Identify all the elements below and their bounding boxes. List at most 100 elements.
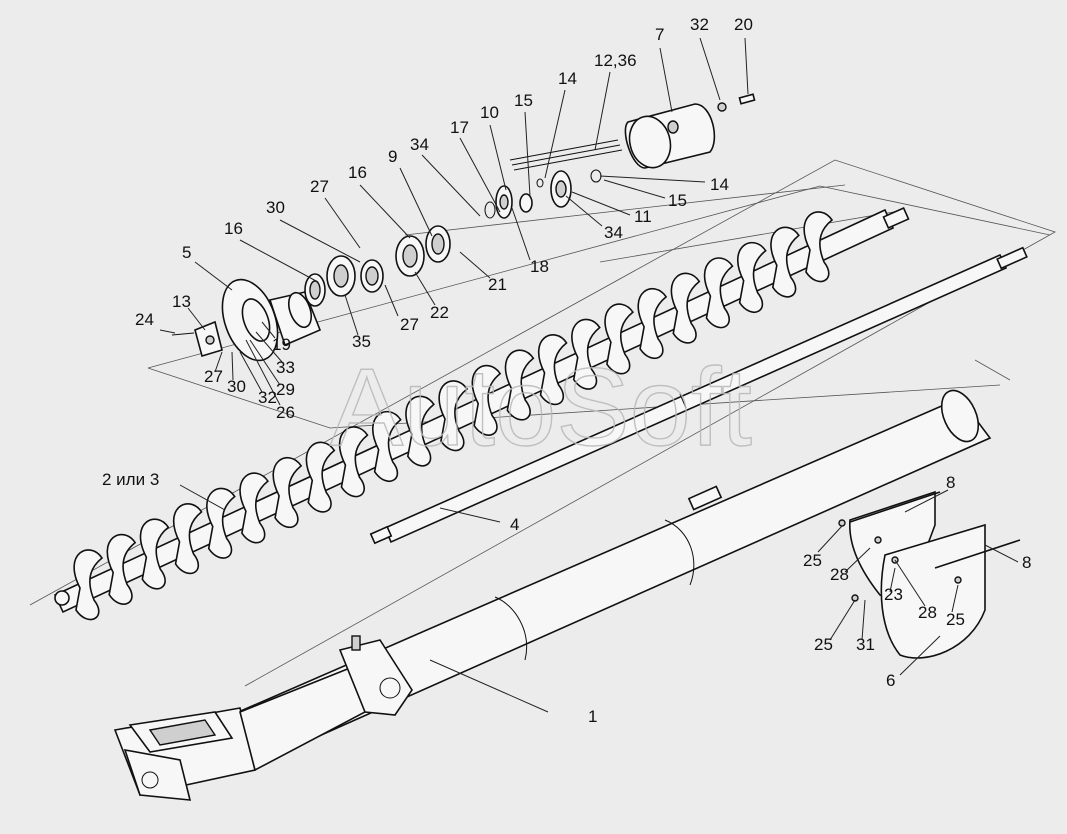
bearing-and-flange-stack xyxy=(304,169,602,307)
cover-part-7 xyxy=(509,93,756,171)
leader-line xyxy=(249,339,281,386)
leader-line xyxy=(659,47,673,113)
leader-line xyxy=(384,284,399,317)
auger-flight xyxy=(504,349,535,421)
callout-label: 27 xyxy=(400,315,419,334)
leader-line xyxy=(239,239,319,283)
callout-label: 21 xyxy=(488,275,507,294)
callout-label: 33 xyxy=(276,358,295,377)
leader-line xyxy=(571,191,631,216)
callout-label: 11 xyxy=(634,207,652,226)
callout-label: 18 xyxy=(530,257,549,276)
leader-line xyxy=(459,137,501,213)
leader-line xyxy=(179,484,226,511)
callout-labels: 12 или 34567889101112,361314141515161617… xyxy=(102,15,1031,726)
callout-label: 23 xyxy=(884,585,903,604)
leader-line xyxy=(421,154,481,217)
callout-label: 27 xyxy=(310,177,329,196)
callout-label: 29 xyxy=(276,380,295,399)
callout-label: 28 xyxy=(918,603,937,622)
bearing-housing-part-5 xyxy=(171,278,322,362)
leader-line xyxy=(231,351,234,381)
drive-shaft-part-4 xyxy=(369,246,1028,545)
leader-line xyxy=(214,351,223,373)
callout-label: 25 xyxy=(803,551,822,570)
leader-lines xyxy=(159,37,1019,713)
leader-line xyxy=(324,197,361,249)
auger-flight xyxy=(438,380,469,452)
auger-flight xyxy=(537,334,568,406)
callout-label: 15 xyxy=(668,191,687,210)
autosoft-watermark: AutoSoft xyxy=(330,346,752,469)
leader-line xyxy=(594,71,611,151)
leader-line xyxy=(951,584,959,613)
auger-flight xyxy=(73,549,104,621)
auger-flight xyxy=(737,241,767,313)
auger-flight xyxy=(272,456,303,529)
callout-label: 19 xyxy=(272,335,291,354)
side-guard-part-6 xyxy=(838,490,1021,659)
auger-flight xyxy=(670,272,701,344)
callout-label: 14 xyxy=(710,175,729,194)
callout-label: 4 xyxy=(510,515,519,534)
leader-line xyxy=(414,271,436,306)
callout-label: 20 xyxy=(734,15,753,34)
leader-line xyxy=(159,329,176,334)
leader-line xyxy=(861,599,866,641)
auger-tube-part-1 xyxy=(113,389,992,801)
leader-line xyxy=(187,307,206,331)
callout-label: 8 xyxy=(946,473,955,492)
auger-flight xyxy=(172,503,203,575)
callout-label: 24 xyxy=(135,310,154,329)
leader-line xyxy=(524,111,531,197)
leader-line xyxy=(239,351,263,393)
callout-label: 26 xyxy=(276,403,295,422)
auger-flight xyxy=(471,364,502,436)
callout-label: 14 xyxy=(558,69,577,88)
auger-flight xyxy=(703,257,734,329)
leader-line xyxy=(599,175,706,183)
callout-label: 32 xyxy=(690,15,709,34)
callout-label: 35 xyxy=(352,332,371,351)
callout-label: 12,36 xyxy=(594,51,637,70)
auger-flight xyxy=(338,426,369,498)
callout-label: 32 xyxy=(258,388,277,407)
leader-line xyxy=(899,635,941,676)
callout-label: 31 xyxy=(856,635,875,654)
auger-flight xyxy=(239,472,269,544)
leader-line xyxy=(544,89,566,179)
callout-label: 25 xyxy=(814,635,833,654)
leader-line xyxy=(744,37,749,95)
callout-label: 8 xyxy=(1022,553,1031,572)
callout-label: 10 xyxy=(480,103,499,122)
callout-label: 30 xyxy=(227,377,246,396)
callout-label: 28 xyxy=(830,565,849,584)
leader-line xyxy=(904,489,949,513)
auger-flight xyxy=(405,395,435,467)
callout-label: 6 xyxy=(886,671,895,690)
callout-label: 34 xyxy=(604,223,623,242)
callout-label: 5 xyxy=(182,243,191,262)
auger-flight xyxy=(604,303,634,375)
leader-line xyxy=(489,124,507,191)
auger-screw-part-2-3 xyxy=(53,206,910,621)
leader-line xyxy=(245,339,281,406)
auger-flight xyxy=(305,441,336,513)
callout-label: 17 xyxy=(450,118,469,137)
callout-label: 1 xyxy=(588,707,597,726)
leader-line xyxy=(359,184,411,239)
callout-label: 16 xyxy=(348,163,367,182)
auger-flight xyxy=(637,287,668,360)
leader-line xyxy=(984,544,1019,563)
leader-line xyxy=(603,179,666,199)
auger-flight xyxy=(803,211,834,283)
leader-line xyxy=(261,321,276,339)
callout-label: 22 xyxy=(430,303,449,322)
leader-line xyxy=(439,507,501,523)
callout-label: 34 xyxy=(410,135,429,154)
callout-label: 15 xyxy=(514,91,533,110)
leader-line xyxy=(565,195,603,227)
leader-line xyxy=(344,294,359,336)
